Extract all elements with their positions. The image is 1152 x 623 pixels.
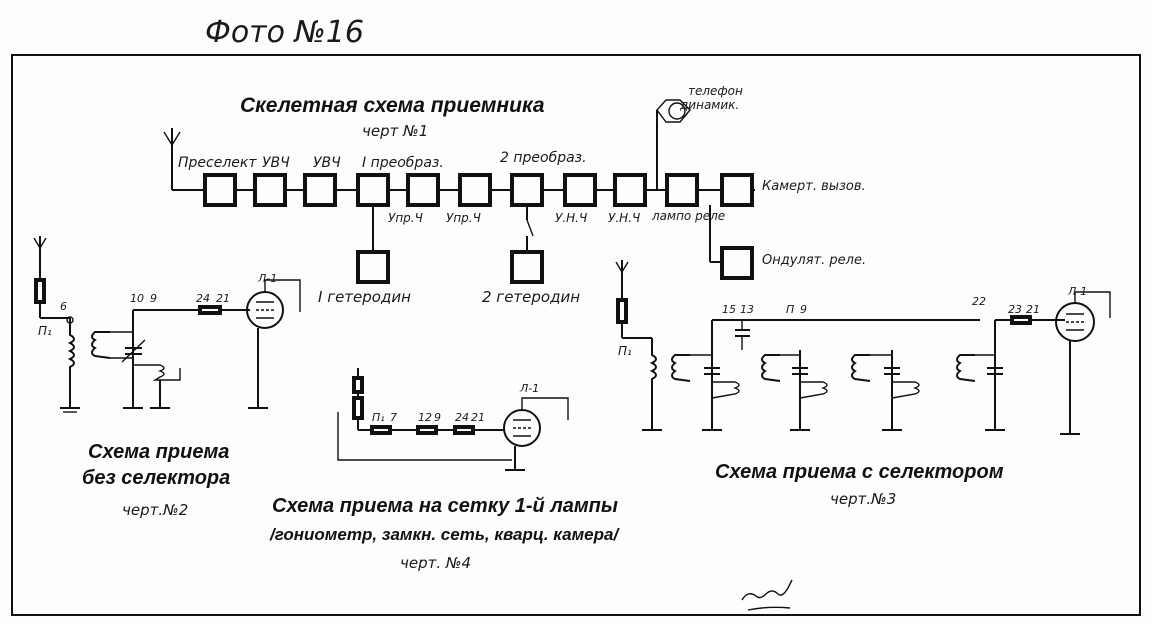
label-ondulator: Ондулят. реле. — [762, 253, 866, 268]
svg-text:П₁: П₁ — [372, 411, 385, 424]
label-af-amp-1: У.Н.Ч — [555, 211, 587, 225]
diagram-2-title-2: без селектора — [82, 467, 230, 489]
block-af-amp-2 — [613, 173, 647, 207]
block-diagram: Скелетная схема приемника черт №1 — [163, 84, 866, 306]
label-preselector: Преселект — [178, 155, 257, 171]
diagram-3-subtitle: черт.№3 — [830, 490, 896, 508]
block-if-amp-2 — [458, 173, 492, 207]
svg-text:15: 15 — [722, 303, 736, 316]
block-rf-amp-2 — [303, 173, 337, 207]
svg-text:Л-1: Л-1 — [519, 382, 539, 395]
svg-text:23: 23 — [1008, 303, 1022, 316]
speaker-icon — [656, 99, 691, 123]
vacuum-tube-icon — [503, 409, 541, 447]
vacuum-tube-icon — [246, 291, 284, 329]
svg-text:10: 10 — [130, 292, 144, 305]
diagram-4-subtitle: /гониометр, замкн. сеть, кварц. камера/ — [269, 525, 620, 544]
vacuum-tube-icon — [1055, 302, 1095, 342]
diagram-4-title: Схема приема на сетку 1-й лампы — [272, 495, 618, 517]
svg-text:6: 6 — [60, 300, 67, 313]
svg-text:П₁: П₁ — [38, 324, 52, 338]
block-preselector — [203, 173, 237, 207]
svg-text:П₁: П₁ — [618, 344, 632, 358]
diagram-2-subtitle: черт.№2 — [122, 501, 188, 519]
label-af-amp-2: У.Н.Ч — [608, 211, 640, 225]
svg-text:24: 24 — [196, 292, 210, 305]
svg-text:21: 21 — [1026, 303, 1040, 316]
block-heterodyne-2 — [510, 250, 544, 284]
svg-text:9: 9 — [150, 292, 157, 305]
svg-text:7: 7 — [390, 411, 397, 424]
block-diagram-title: Скелетная схема приемника — [240, 94, 545, 117]
block-mixer-1 — [356, 173, 390, 207]
block-diagram-subtitle: черт №1 — [362, 122, 428, 140]
svg-text:21: 21 — [471, 411, 485, 424]
label-mixer-2: 2 преобраз. — [500, 150, 587, 166]
label-if-amp-1: Упр.Ч — [388, 211, 423, 225]
diagram-3-circuit: П₁ — [615, 260, 1111, 508]
svg-text:П: П — [786, 303, 794, 316]
signature — [741, 579, 793, 611]
svg-text:22: 22 — [972, 295, 986, 308]
block-tuning-fork-call — [720, 173, 754, 207]
photo-label: Фото №16 — [205, 15, 364, 50]
label-rf-amp-1: УВЧ — [262, 155, 290, 171]
label-tuning-fork: Камерт. вызов. — [762, 179, 866, 194]
svg-text:Л-1: Л-1 — [257, 272, 277, 285]
diagram-4-circuit: П₁ 7 12 9 24 21 Л-1 Схема приема на сетк… — [269, 368, 620, 572]
svg-text:9: 9 — [800, 303, 807, 316]
block-af-amp-1 — [563, 173, 597, 207]
block-ondulator-relay — [720, 246, 754, 280]
label-rf-amp-2: УВЧ — [313, 155, 341, 171]
sheet-frame — [11, 54, 1141, 616]
diagram-2-circuit: П₁ 6 10 9 24 21 Л-1 Схема приема без сел… — [33, 236, 301, 519]
block-relay-tube — [665, 173, 699, 207]
svg-text:12: 12 — [418, 411, 432, 424]
svg-text:24: 24 — [455, 411, 469, 424]
block-mixer-2 — [510, 173, 544, 207]
svg-text:13: 13 — [740, 303, 754, 316]
block-rf-amp-1 — [253, 173, 287, 207]
block-heterodyne-1 — [356, 250, 390, 284]
label-relay-tube: лампо реле — [651, 209, 725, 223]
svg-text:9: 9 — [434, 411, 441, 424]
svg-text:Л-1: Л-1 — [1067, 285, 1087, 298]
label-if-amp-2: Упр.Ч — [446, 211, 481, 225]
label-heterodyne-2: 2 гетеродин — [482, 288, 580, 306]
block-if-amp-1 — [406, 173, 440, 207]
label-heterodyne-1: I гетеродин — [318, 288, 411, 306]
diagram-2-title-1: Схема приема — [88, 441, 229, 463]
antenna-icon — [163, 128, 205, 191]
diagram-3-title: Схема приема с селектором — [715, 461, 1004, 483]
label-mixer-1: I преобраз. — [362, 155, 444, 171]
svg-text:21: 21 — [216, 292, 230, 305]
diagram-4-ref: черт. №4 — [400, 554, 471, 572]
